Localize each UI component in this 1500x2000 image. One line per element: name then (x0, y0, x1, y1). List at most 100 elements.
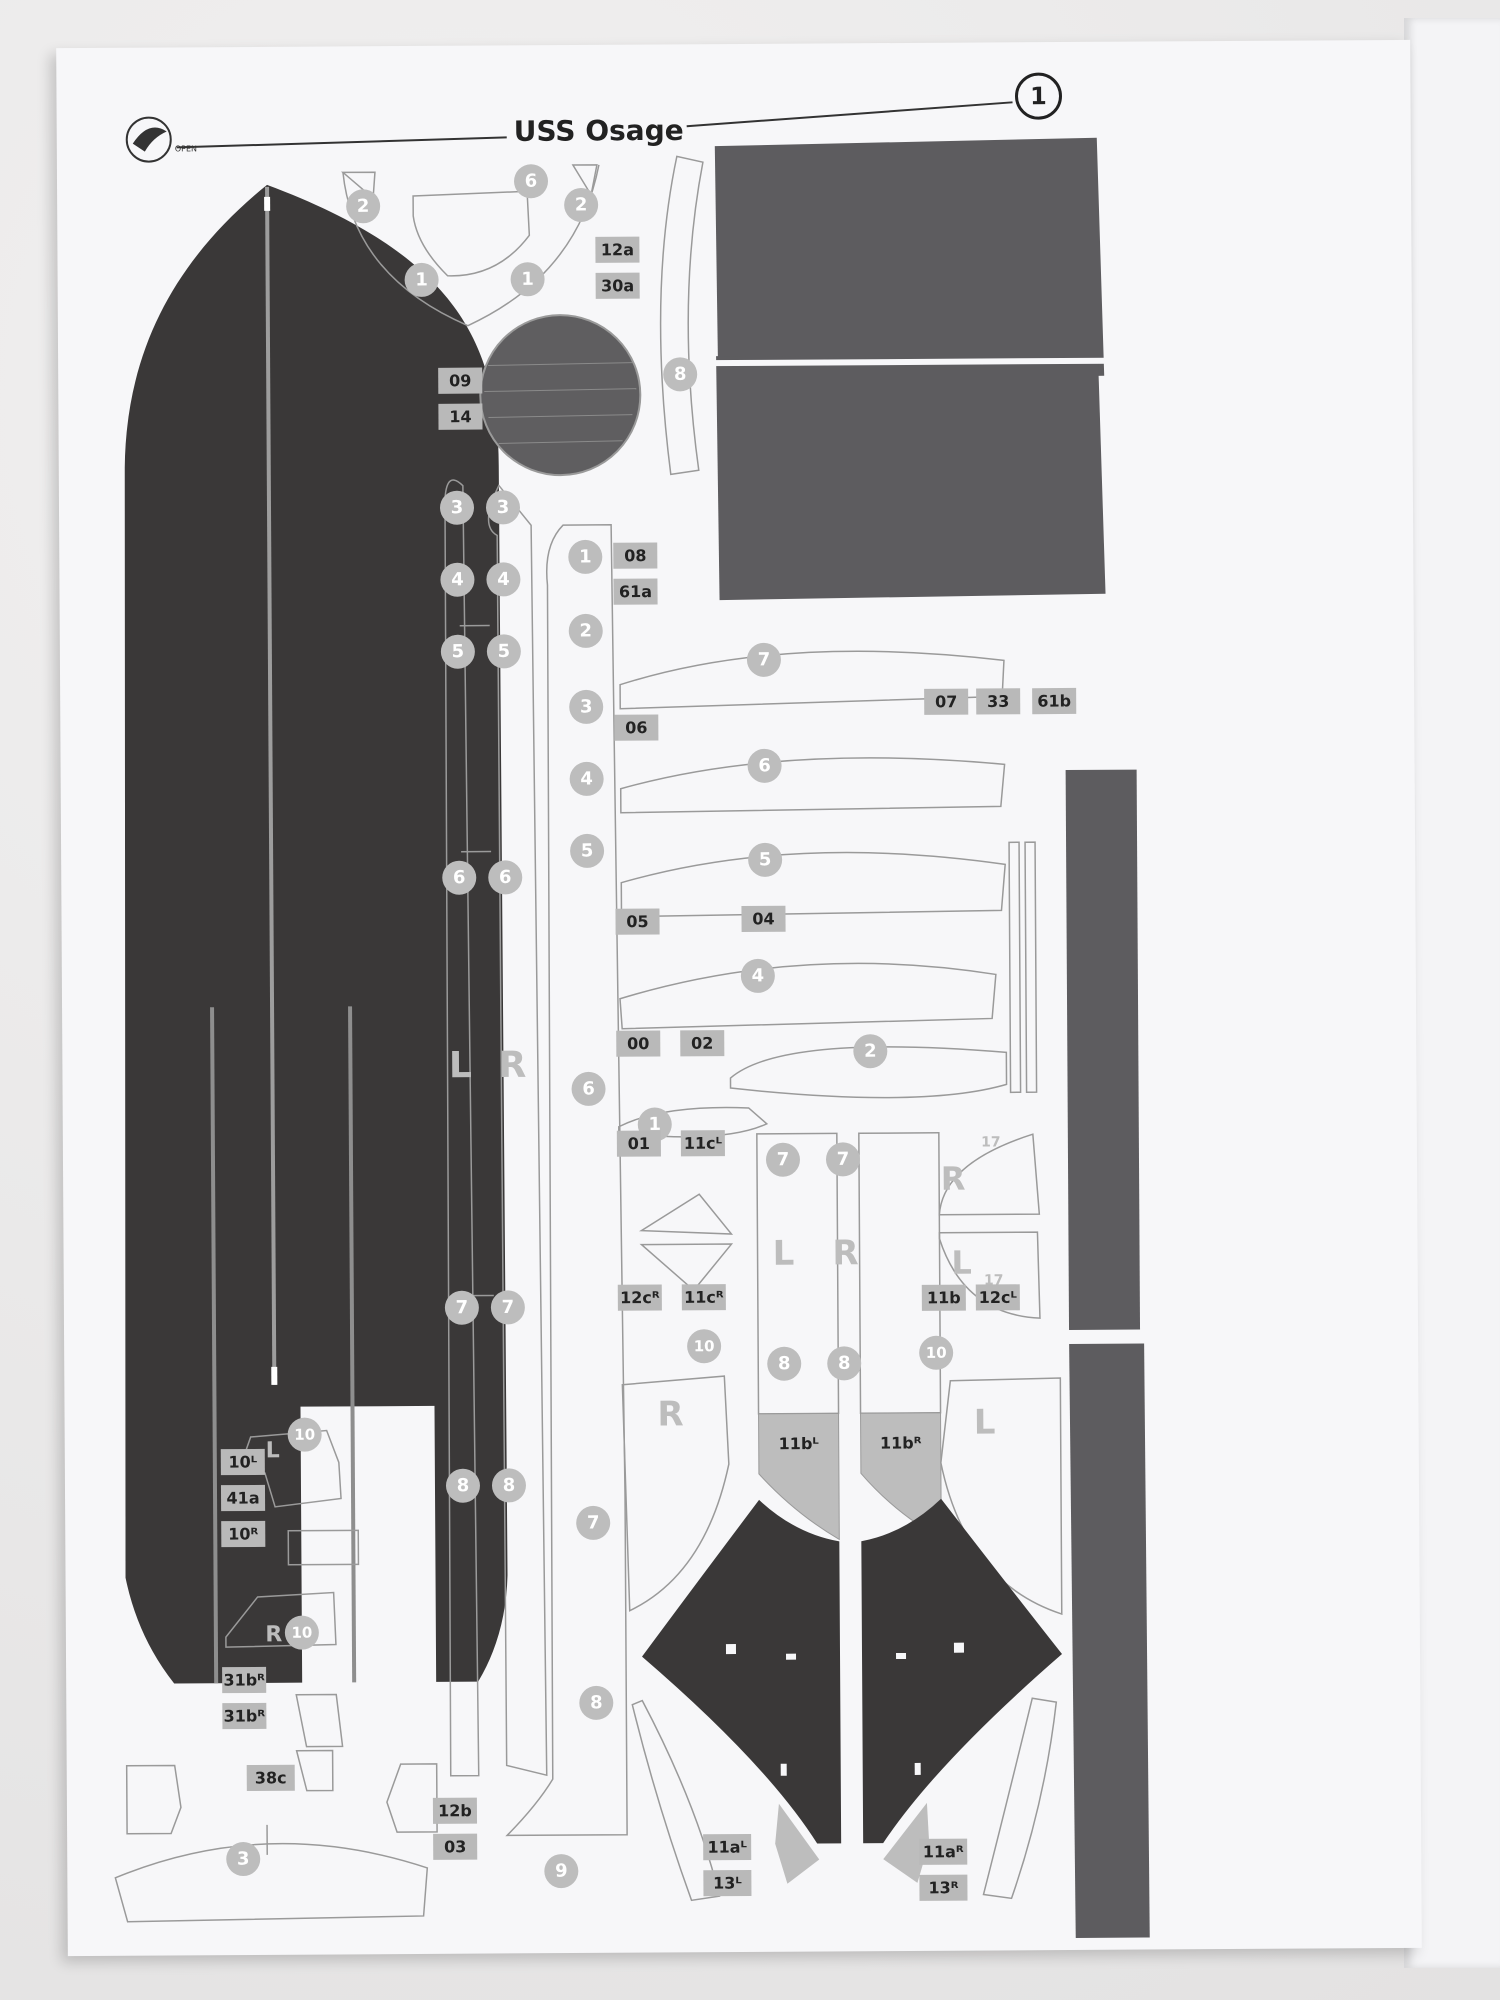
page-number: 1 (1030, 82, 1047, 110)
svg-text:12cᴿ: 12cᴿ (620, 1288, 660, 1307)
svg-text:02: 02 (691, 1034, 713, 1053)
header: OPEN USS Osage 1 (125, 72, 1062, 163)
svg-text:4: 4 (451, 569, 464, 590)
svg-text:3: 3 (497, 497, 510, 518)
svg-text:12a: 12a (601, 240, 634, 259)
svg-text:10: 10 (694, 1337, 715, 1355)
header-rule-right (686, 101, 1013, 128)
svg-text:7: 7 (777, 1149, 790, 1170)
svg-text:31bᴿ: 31bᴿ (223, 1670, 265, 1689)
number-badge-texts: 2 6 1 1 2 8 3 3 4 4 5 5 6 6 7 7 8 8 1 2 … (237, 171, 947, 1882)
model-sheet: OPEN USS Osage 1 (56, 39, 1422, 1957)
svg-text:07: 07 (935, 692, 957, 711)
svg-text:11cᴿ: 11cᴿ (684, 1288, 724, 1307)
svg-text:2: 2 (864, 1041, 877, 1062)
part-labels (220, 236, 1077, 1901)
dark-panels-top (708, 137, 1109, 601)
svg-text:1: 1 (579, 546, 592, 567)
svg-text:6: 6 (453, 867, 466, 888)
next-page-edge (1404, 18, 1500, 1968)
number-badges (226, 164, 954, 1889)
svg-text:8: 8 (778, 1353, 791, 1374)
svg-text:04: 04 (752, 909, 774, 928)
tall-strips-11b (756, 1132, 942, 1541)
dark-stern-parts (631, 1498, 1063, 1902)
svg-text:11b: 11b (927, 1288, 961, 1307)
svg-text:L: L (951, 1244, 972, 1282)
svg-text:10: 10 (926, 1344, 947, 1362)
svg-text:06: 06 (625, 718, 647, 737)
svg-text:7: 7 (758, 649, 771, 670)
svg-text:08: 08 (624, 546, 646, 565)
svg-text:4: 4 (580, 768, 593, 789)
svg-text:61a: 61a (619, 582, 652, 601)
svg-text:R: R (657, 1394, 683, 1434)
top-frame-parts (340, 164, 600, 327)
svg-text:L: L (449, 1045, 472, 1086)
svg-text:03: 03 (444, 1837, 466, 1856)
svg-text:11bᴸ: 11bᴸ (779, 1434, 820, 1453)
svg-text:11aᴸ: 11aᴸ (707, 1837, 747, 1856)
svg-text:R: R (941, 1160, 966, 1198)
svg-text:5: 5 (759, 849, 772, 870)
svg-text:41a: 41a (226, 1488, 259, 1507)
page-number-circle (1014, 72, 1062, 120)
page-title: USS Osage (514, 114, 684, 148)
svg-text:10ᴸ: 10ᴸ (228, 1452, 257, 1471)
svg-text:8: 8 (590, 1692, 603, 1713)
svg-text:L: L (773, 1234, 795, 1274)
svg-text:8: 8 (838, 1353, 851, 1374)
svg-text:1: 1 (521, 269, 534, 290)
header-rule-left (176, 136, 507, 149)
parts-3-38c (114, 1763, 438, 1923)
svg-text:6: 6 (525, 171, 538, 192)
svg-text:3: 3 (580, 696, 593, 717)
thin-strips (1008, 841, 1038, 1094)
svg-text:11aᴿ: 11aᴿ (923, 1842, 964, 1861)
svg-text:L: L (266, 1438, 280, 1463)
svg-text:00: 00 (627, 1034, 649, 1053)
bulkhead-parts (618, 650, 1008, 1292)
svg-text:5: 5 (498, 641, 511, 662)
svg-text:30a: 30a (601, 276, 634, 295)
svg-text:9: 9 (555, 1861, 568, 1882)
svg-text:09: 09 (449, 371, 471, 390)
svg-text:61b: 61b (1037, 691, 1071, 710)
svg-text:3: 3 (451, 497, 464, 518)
svg-text:L: L (974, 1402, 996, 1442)
hull-bottom-part (124, 184, 508, 1684)
svg-text:7: 7 (837, 1149, 850, 1170)
svg-text:05: 05 (626, 912, 648, 931)
svg-text:6: 6 (499, 867, 512, 888)
svg-text:13ᴸ: 13ᴸ (713, 1873, 742, 1892)
svg-text:10ᴿ: 10ᴿ (228, 1524, 258, 1543)
deck-disc (479, 314, 642, 477)
svg-text:4: 4 (497, 569, 510, 590)
svg-text:8: 8 (457, 1475, 470, 1496)
svg-text:R: R (265, 1622, 282, 1647)
svg-text:7: 7 (587, 1512, 600, 1533)
svg-text:7: 7 (456, 1297, 469, 1318)
svg-text:1: 1 (415, 269, 428, 290)
svg-text:12cᴸ: 12cᴸ (979, 1288, 1018, 1307)
svg-text:17: 17 (981, 1134, 1001, 1150)
part-label-texts: 12a 30a 09 14 08 61a 07 33 61b 06 05 04 … (223, 240, 1071, 1897)
svg-text:10: 10 (291, 1624, 312, 1642)
svg-text:R: R (832, 1233, 858, 1273)
svg-text:11bᴿ: 11bᴿ (880, 1433, 922, 1452)
svg-text:1: 1 (648, 1114, 661, 1135)
svg-text:6: 6 (758, 755, 771, 776)
svg-text:R: R (498, 1045, 526, 1086)
svg-text:6: 6 (582, 1078, 595, 1099)
svg-text:5: 5 (452, 641, 465, 662)
parts-10-41a-31b (225, 1429, 360, 1792)
logo-icon: OPEN (125, 116, 197, 163)
svg-text:5: 5 (581, 840, 594, 861)
svg-text:31bᴿ: 31bᴿ (224, 1706, 266, 1725)
logo-text: OPEN (175, 144, 197, 153)
svg-text:8: 8 (674, 364, 687, 385)
svg-text:3: 3 (237, 1849, 250, 1870)
svg-text:14: 14 (449, 407, 471, 426)
parts-plan: OPEN USS Osage 1 (114, 72, 1150, 1938)
svg-text:33: 33 (987, 692, 1009, 711)
